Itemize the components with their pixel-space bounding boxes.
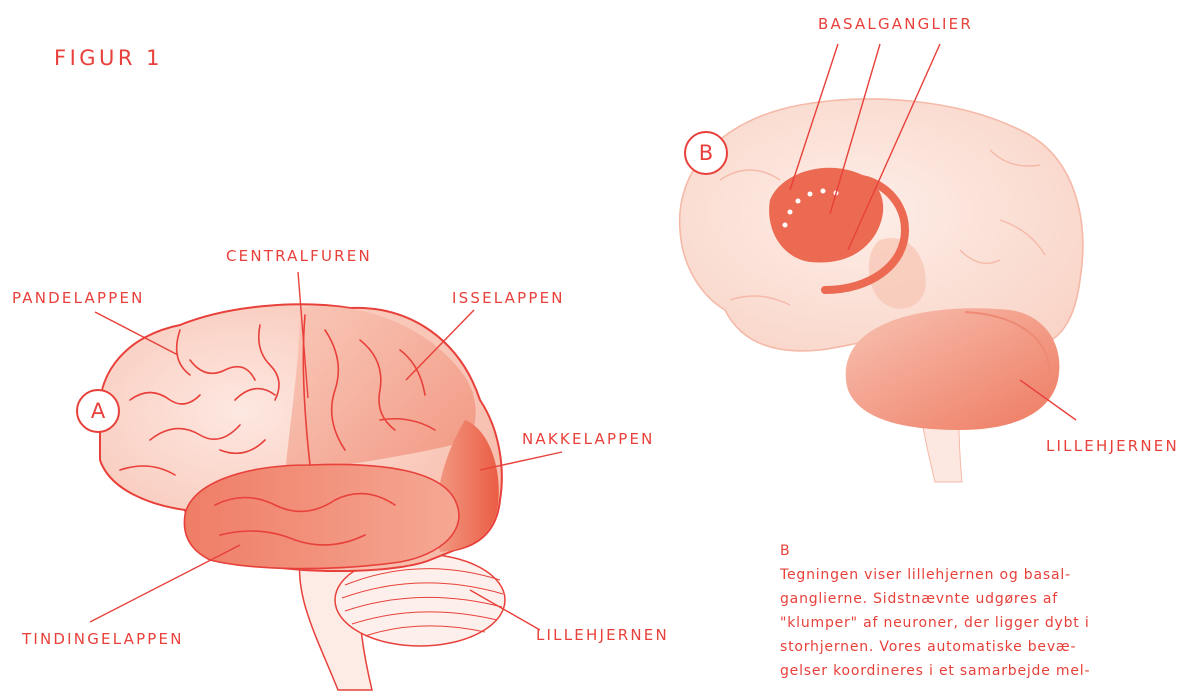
badge-a: A	[76, 389, 120, 433]
brain-b	[680, 44, 1083, 482]
caption-heading: B	[780, 539, 1110, 563]
label-lillehjernen-b: LILLEHJERNEN	[1046, 439, 1179, 454]
caption-text: Tegningen viser lillehjernen og basal- g…	[780, 563, 1110, 683]
label-centralfuren: CENTRALFUREN	[226, 249, 372, 264]
figure-title: FIGUR 1	[54, 48, 163, 69]
label-isselappen: ISSELAPPEN	[452, 291, 565, 306]
label-tindingelappen: TINDINGELAPPEN	[22, 632, 184, 647]
label-pandelappen: PANDELAPPEN	[12, 291, 145, 306]
label-lillehjernen-a: LILLEHJERNEN	[536, 628, 669, 643]
badge-b: B	[684, 131, 728, 175]
label-nakkelappen: NAKKELAPPEN	[522, 432, 655, 447]
label-basalganglier: BASALGANGLIER	[818, 17, 973, 32]
brain-a	[90, 272, 562, 690]
